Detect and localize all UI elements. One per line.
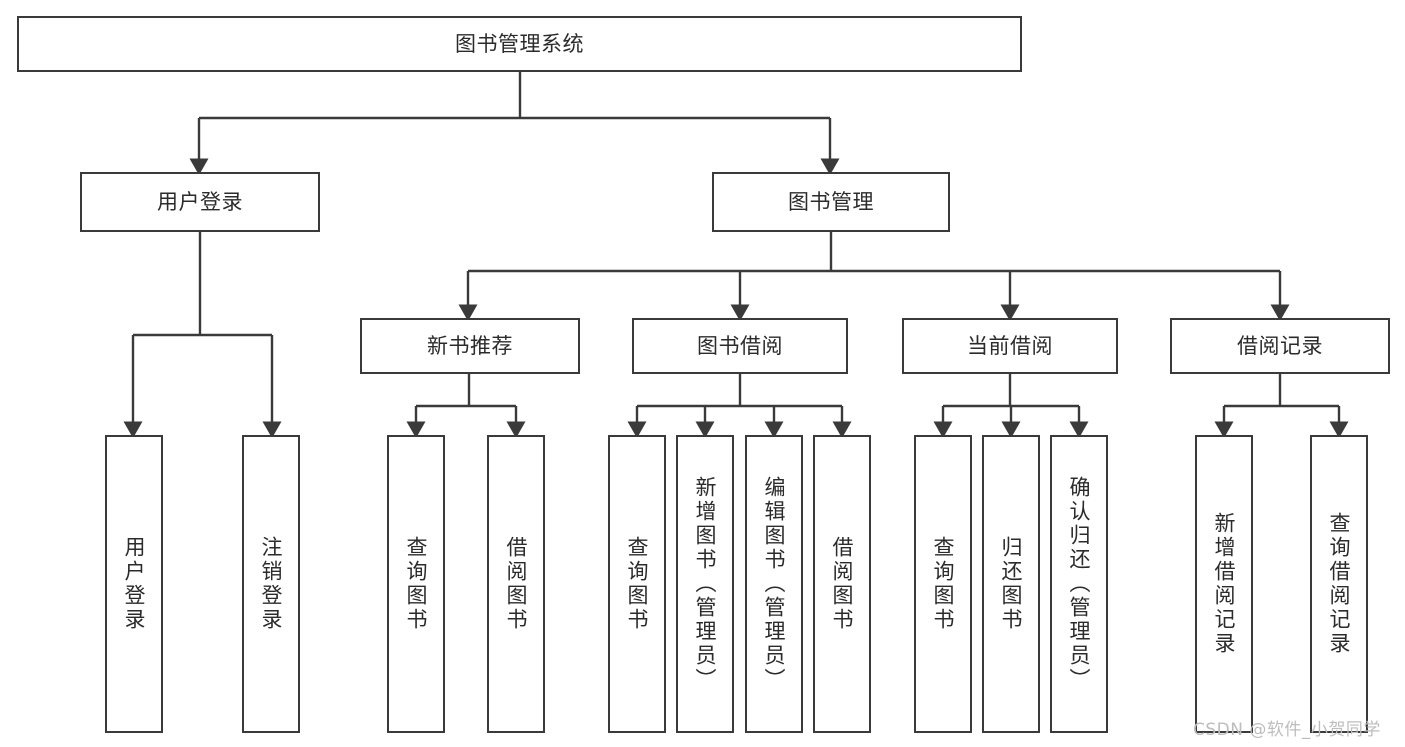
node-leaf-query-borrow-record-label: 查询借阅记录 <box>1327 512 1352 656</box>
node-leaf-edit-book-admin[interactable]: 编辑图书（管理员） <box>745 435 803 733</box>
node-user-login[interactable]: 用户登录 <box>80 172 320 232</box>
node-leaf-confirm-return-admin[interactable]: 确认归还（管理员） <box>1050 435 1108 733</box>
node-book-borrow-label: 图书借阅 <box>697 333 783 358</box>
node-leaf-edit-book-admin-label: 编辑图书（管理员） <box>762 476 787 692</box>
node-book-management-label: 图书管理 <box>788 189 874 214</box>
node-leaf-query-book-1[interactable]: 查询图书 <box>387 435 445 733</box>
node-leaf-query-borrow-record[interactable]: 查询借阅记录 <box>1310 435 1368 733</box>
node-leaf-user-login[interactable]: 用户登录 <box>105 435 163 733</box>
node-borrow-record[interactable]: 借阅记录 <box>1170 318 1390 374</box>
node-new-book-recommend[interactable]: 新书推荐 <box>360 318 580 374</box>
node-current-borrow-label: 当前借阅 <box>967 333 1053 358</box>
node-leaf-borrow-book-2[interactable]: 借阅图书 <box>813 435 871 733</box>
node-new-book-recommend-label: 新书推荐 <box>427 333 513 358</box>
node-leaf-return-book-label: 归还图书 <box>999 536 1024 632</box>
node-leaf-add-borrow-record-label: 新增借阅记录 <box>1212 512 1237 656</box>
node-user-login-label: 用户登录 <box>157 189 243 214</box>
node-leaf-query-book-2-label: 查询图书 <box>625 536 650 632</box>
node-leaf-query-book-3-label: 查询图书 <box>931 536 956 632</box>
node-book-borrow[interactable]: 图书借阅 <box>632 318 848 374</box>
node-leaf-query-book-3[interactable]: 查询图书 <box>914 435 972 733</box>
node-leaf-add-book-admin[interactable]: 新增图书（管理员） <box>676 435 734 733</box>
node-root[interactable]: 图书管理系统 <box>17 16 1022 72</box>
node-leaf-query-book-1-label: 查询图书 <box>404 536 429 632</box>
node-leaf-add-borrow-record[interactable]: 新增借阅记录 <box>1195 435 1253 733</box>
node-leaf-borrow-book-1[interactable]: 借阅图书 <box>487 435 545 733</box>
node-leaf-return-book[interactable]: 归还图书 <box>982 435 1040 733</box>
node-leaf-query-book-2[interactable]: 查询图书 <box>608 435 666 733</box>
node-root-label: 图书管理系统 <box>455 31 584 56</box>
node-leaf-borrow-book-2-label: 借阅图书 <box>830 536 855 632</box>
node-leaf-add-book-admin-label: 新增图书（管理员） <box>693 476 718 692</box>
node-borrow-record-label: 借阅记录 <box>1237 333 1323 358</box>
node-leaf-logout-login[interactable]: 注销登录 <box>242 435 300 733</box>
node-current-borrow[interactable]: 当前借阅 <box>902 318 1118 374</box>
node-book-management[interactable]: 图书管理 <box>712 172 950 232</box>
csdn-watermark: CSDN @软件_小贺同学 <box>1193 720 1381 740</box>
node-leaf-user-login-label: 用户登录 <box>122 536 147 632</box>
node-leaf-borrow-book-1-label: 借阅图书 <box>504 536 529 632</box>
node-leaf-logout-login-label: 注销登录 <box>259 536 284 632</box>
node-leaf-confirm-return-admin-label: 确认归还（管理员） <box>1067 476 1092 692</box>
